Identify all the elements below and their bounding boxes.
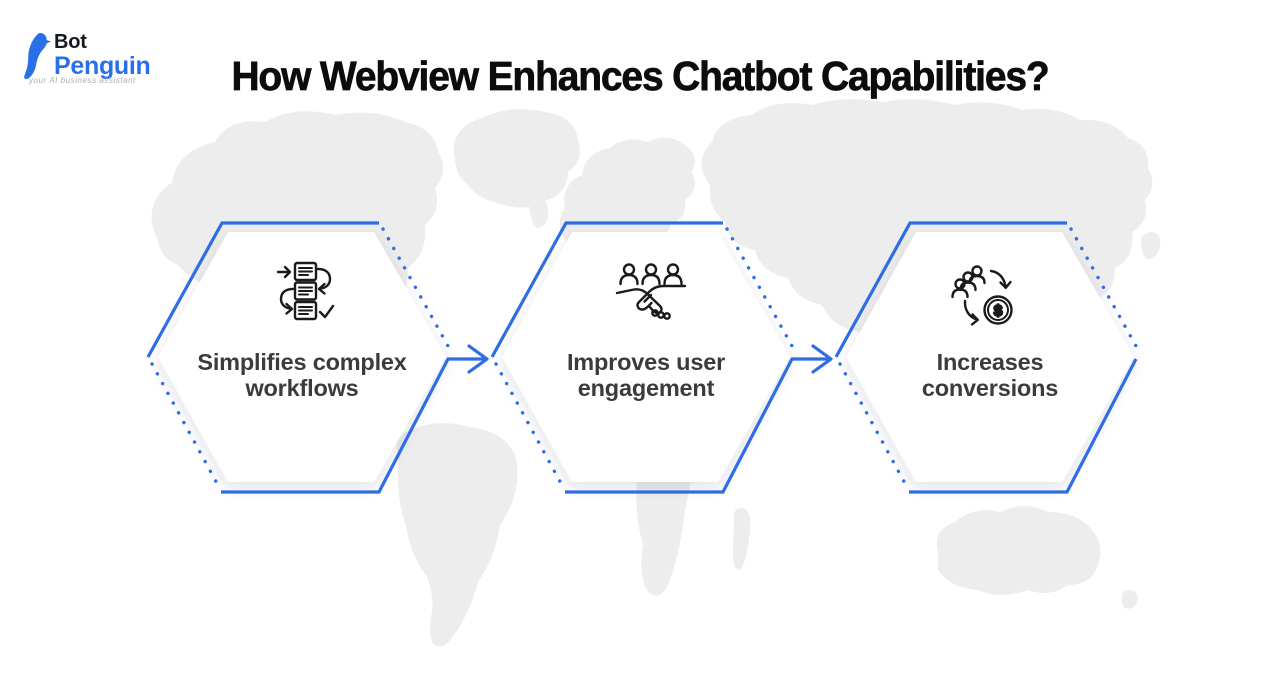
brand-name-penguin: Penguin xyxy=(54,52,151,80)
solid-edge xyxy=(146,221,379,358)
step-2-label: Improves user engagement xyxy=(485,349,807,401)
solid-edge xyxy=(909,358,1138,494)
dollar-symbol: $ xyxy=(994,303,1003,320)
dotted-edge xyxy=(494,362,565,489)
step-2-label-line-2: engagement xyxy=(577,375,715,401)
people-to-money-conversion-icon: $ xyxy=(951,265,1013,326)
dotted-edge xyxy=(838,362,909,489)
hexagon-card xyxy=(502,232,790,482)
brand-name-bot: Bot xyxy=(54,31,87,53)
arrow-right-icon xyxy=(467,344,489,374)
step-1-label-line-2: workflows xyxy=(245,375,359,401)
brand-wordmark: Bot Penguin xyxy=(54,32,151,79)
step-1-label-line-1: Simplifies complex xyxy=(197,349,407,375)
handshake-users-icon xyxy=(615,263,687,320)
hexagon-card xyxy=(846,232,1134,482)
solid-edge xyxy=(834,221,1067,358)
dotted-edge xyxy=(150,362,221,489)
hexagon-step-3: $ xyxy=(834,221,1138,494)
page-title: How Webview Enhances Chatbot Capabilitie… xyxy=(231,53,1050,100)
solid-edge xyxy=(490,221,723,358)
solid-edge-with-connector xyxy=(221,357,486,494)
dotted-edge xyxy=(725,227,794,348)
step-2-label-line-1: Improves user xyxy=(566,349,726,375)
step-3-label-line-2: conversions xyxy=(921,375,1059,401)
workflow-documents-icon xyxy=(276,261,335,321)
solid-edge-with-connector xyxy=(565,357,830,494)
step-1-label: Simplifies complex workflows xyxy=(141,349,463,401)
hexagon-step-1 xyxy=(146,221,489,494)
penguin-icon xyxy=(24,33,51,80)
step-3-label: Increases conversions xyxy=(829,349,1151,401)
hexagon-card xyxy=(158,232,446,482)
dotted-edge xyxy=(1069,227,1138,348)
hexagon-step-2 xyxy=(490,221,833,494)
arrow-right-icon xyxy=(811,344,833,374)
dotted-edge xyxy=(381,227,450,348)
brand-tagline: your AI business assistant xyxy=(29,76,136,85)
step-3-label-line-1: Increases xyxy=(936,349,1044,375)
botpenguin-logo: Bot Penguin your AI business assistant xyxy=(18,31,178,95)
